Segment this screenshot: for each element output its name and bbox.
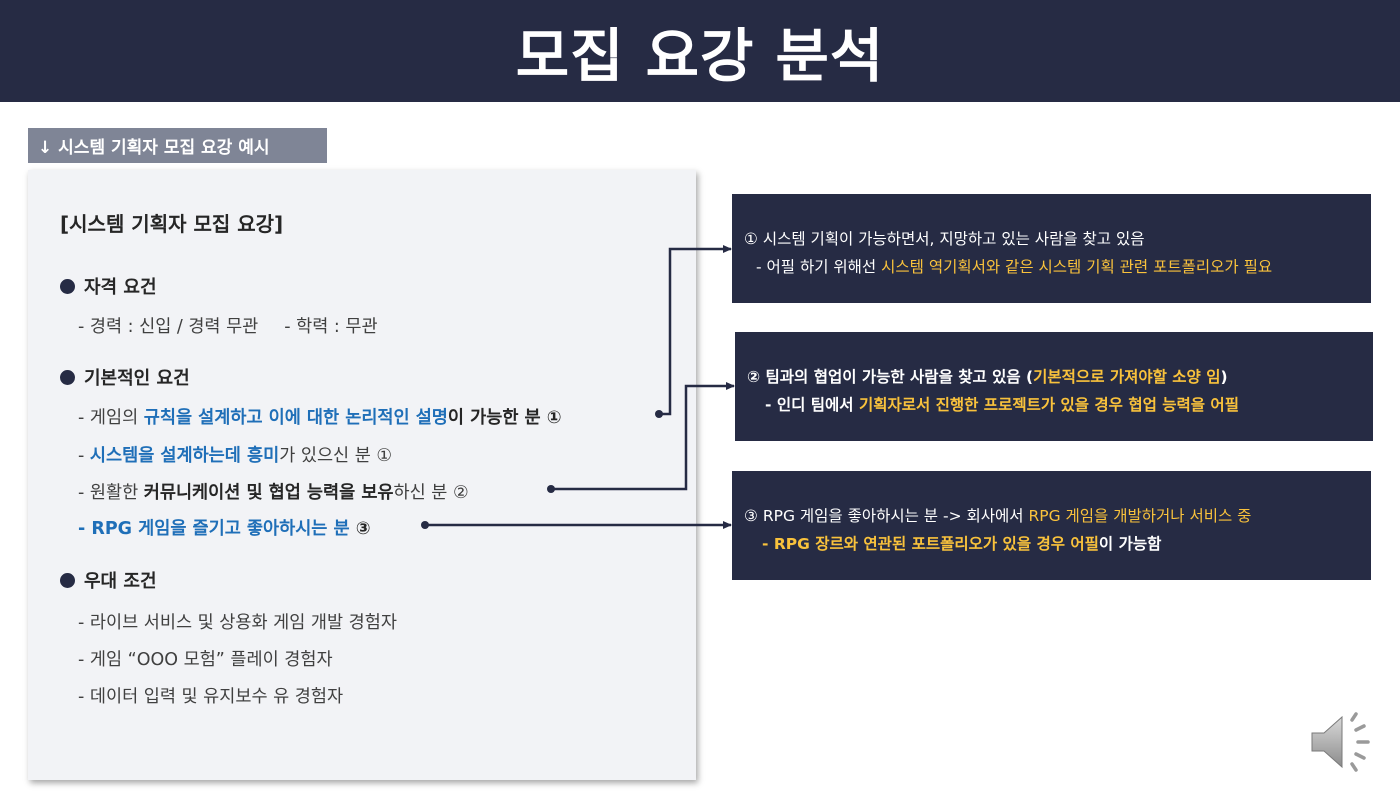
analysis-box-3: ③ RPG 게임을 좋아하시는 분 -> 회사에서 RPG 게임을 개발하거나 … (732, 471, 1371, 580)
basic-item-1-prefix: - 게임의 (78, 408, 144, 428)
analysis-1-line-2-prefix: - 어필 하기 위해선 (756, 258, 882, 276)
preferred-title: 우대 조건 (84, 571, 157, 592)
basic-item-4-suffix: ③ (349, 519, 371, 539)
bullet-icon (60, 572, 75, 588)
basic-item-4-highlight: RPG 게임을 즐기고 좋아하시는 분 (91, 519, 350, 539)
analysis-box-1: ① 시스템 기획이 가능하면서, 지망하고 있는 사람을 찾고 있음 - 어필 … (732, 194, 1371, 303)
basic-item-3: - 원활한 커뮤니케이션 및 협업 능력을 보유하신 분 ② (78, 479, 469, 504)
preferred-item: - 게임 “OOO 모험” 플레이 경험자 (78, 650, 333, 670)
analysis-3-line-2-highlight: - RPG 장르와 연관된 포트폴리오가 있을 경우 어필 (762, 535, 1099, 553)
analysis-1-line-2: - 어필 하기 위해선 시스템 역기획서와 같은 시스템 기획 관련 포트폴리오… (756, 255, 1272, 277)
basic-title: 기본적인 요건 (84, 368, 190, 389)
preferred-section-title: 우대 조건 (60, 567, 157, 593)
basic-item-2-suffix: 가 있으신 분 ① (279, 446, 393, 466)
job-posting-panel: [시스템 기획자 모집 요강] 자격 요건 - 경력 : 신입 / 경력 무관-… (28, 170, 696, 780)
analysis-3-line-1-prefix: ③ RPG 게임을 좋아하시는 분 -> 회사에서 (744, 507, 1029, 525)
basic-item-2-prefix: - (78, 446, 90, 466)
analysis-2-line-2-prefix: - 인디 팀에서 (765, 396, 859, 414)
analysis-3-line-1: ③ RPG 게임을 좋아하시는 분 -> 회사에서 RPG 게임을 개발하거나 … (744, 504, 1251, 526)
basic-item-1-suffix: 이 가능한 분 ① (447, 408, 562, 428)
analysis-box-2: ② 팀과의 협업이 가능한 사람을 찾고 있음 (기본적으로 가져야할 소양 임… (735, 332, 1373, 441)
analysis-2-line-1: ② 팀과의 협업이 가능한 사람을 찾고 있음 (기본적으로 가져야할 소양 임… (747, 365, 1228, 387)
speaker-icon[interactable] (1308, 706, 1380, 778)
qualifications-section-title: 자격 요건 (60, 273, 157, 299)
basic-item-2: - 시스템을 설계하는데 흥미가 있으신 분 ① (78, 442, 392, 467)
basic-item-1: - 게임의 규칙을 설계하고 이에 대한 논리적인 설명이 가능한 분 ① (78, 404, 562, 429)
preferred-item: - 데이터 입력 및 유지보수 유 경험자 (78, 687, 344, 707)
analysis-2-line-1-highlight: 기본적으로 가져야할 소양 임 (1033, 368, 1221, 386)
analysis-1-line-2-highlight: 시스템 역기획서와 같은 시스템 기획 관련 포트폴리오가 필요 (881, 258, 1273, 276)
analysis-1-line-1: ① 시스템 기획이 가능하면서, 지망하고 있는 사람을 찾고 있음 (744, 230, 1145, 248)
qualifications-line: - 경력 : 신입 / 경력 무관 - 학력 : 무관 (78, 313, 378, 338)
analysis-2-line-1-suffix: ) (1220, 368, 1228, 386)
title-bar: 모집 요강 분석 (0, 0, 1400, 102)
career-requirement: - 경력 : 신입 / 경력 무관 (78, 317, 259, 337)
page-title: 모집 요강 분석 (515, 22, 885, 90)
basic-item-2-highlight: 시스템을 설계하는데 흥미 (89, 446, 280, 466)
basic-item-3-prefix: - 원활한 (78, 483, 144, 503)
analysis-2-line-1-prefix: ② 팀과의 협업이 가능한 사람을 찾고 있음 ( (747, 368, 1034, 386)
analysis-2-line-2-highlight: 기획자로서 진행한 프로젝트가 있을 경우 협업 능력을 어필 (858, 396, 1239, 414)
analysis-3-line-2: - RPG 장르와 연관된 포트폴리오가 있을 경우 어필이 가능함 (762, 532, 1161, 554)
bullet-icon (60, 278, 75, 294)
preferred-item: - 라이브 서비스 및 상용화 게임 개발 경험자 (78, 613, 397, 633)
bullet-icon (60, 369, 75, 385)
analysis-2-line-2: - 인디 팀에서 기획자로서 진행한 프로젝트가 있을 경우 협업 능력을 어필 (765, 393, 1239, 415)
education-requirement: - 학력 : 무관 (284, 317, 378, 337)
basic-item-1-highlight: 규칙을 설계하고 이에 대한 논리적인 설명 (143, 408, 448, 428)
basic-section-title: 기본적인 요건 (60, 364, 190, 390)
basic-item-4: - RPG 게임을 즐기고 좋아하시는 분 ③ (78, 515, 371, 540)
analysis-3-line-2-suffix: 이 가능함 (1098, 535, 1162, 553)
example-label: ↓ 시스템 기획자 모집 요강 예시 (28, 128, 327, 163)
basic-item-3-highlight: 커뮤니케이션 및 협업 능력을 보유 (143, 483, 394, 503)
analysis-3-line-1-highlight: RPG 게임을 개발하거나 서비스 중 (1028, 507, 1252, 525)
basic-item-3-suffix: 하신 분 ② (393, 483, 469, 503)
posting-heading: [시스템 기획자 모집 요강] (60, 212, 284, 236)
qualifications-title: 자격 요건 (84, 277, 157, 298)
basic-item-4-prefix: - (78, 519, 92, 539)
